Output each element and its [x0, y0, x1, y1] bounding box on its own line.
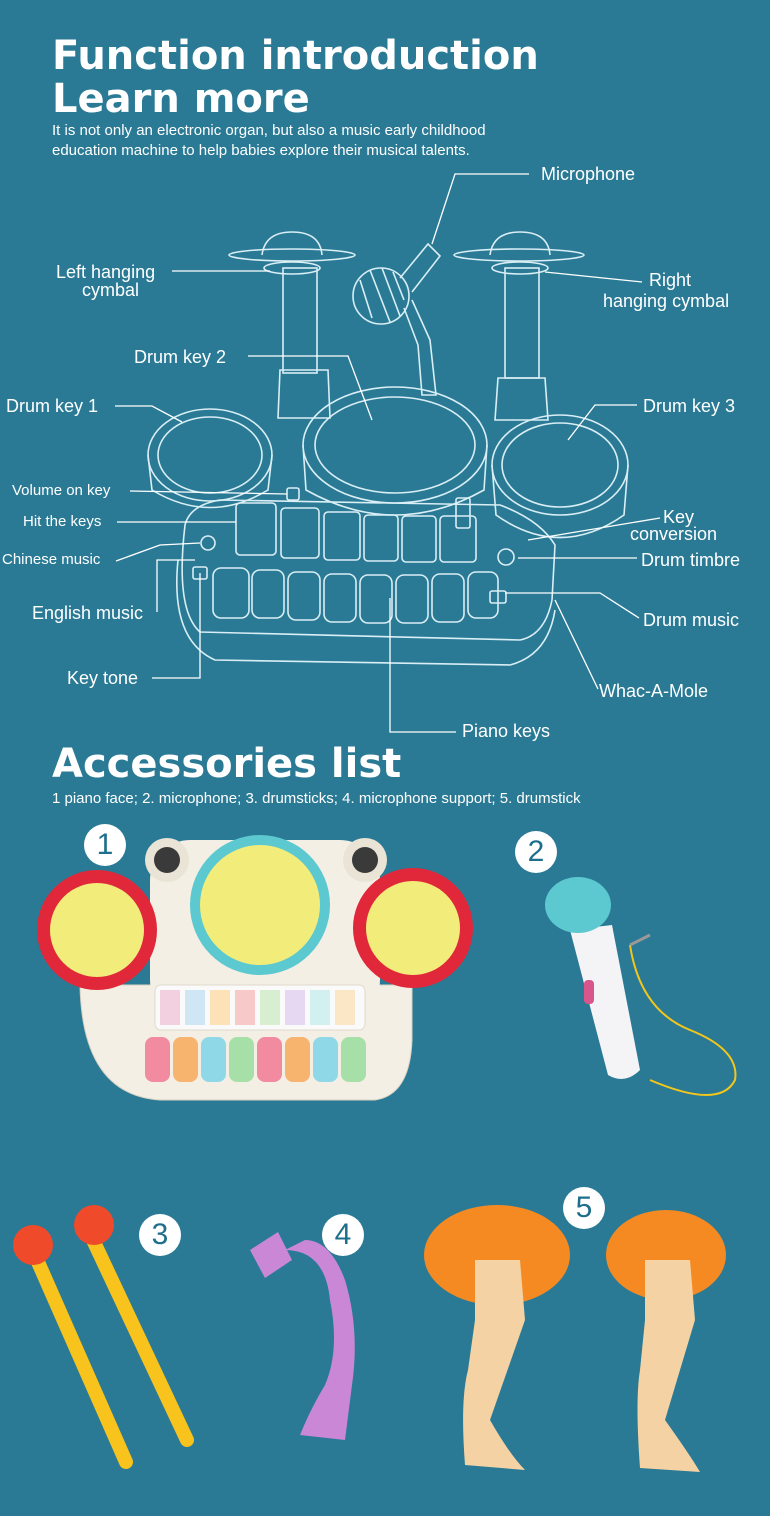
accessories-description: 1 piano face; 2. microphone; 3. drumstic…: [52, 790, 581, 807]
label-microphone: Microphone: [541, 164, 636, 184]
label-drum-key-3: Drum key 3: [643, 396, 736, 416]
label-english-music: English music: [32, 603, 144, 623]
label-key-tone: Key tone: [67, 668, 139, 688]
label-piano-keys: Piano keys: [462, 721, 551, 741]
label-left-hanging-cymbal-2: cymbal: [82, 280, 140, 300]
drumsticks-image: [13, 1205, 194, 1469]
description-line-2: education machine to help babies explore…: [52, 142, 470, 159]
piano-keys-outline: [212, 567, 499, 624]
label-chinese-music: Chinese music: [2, 551, 101, 568]
label-left-hanging-cymbal-1: Left hanging: [56, 262, 156, 282]
microphone-support-image: [250, 1232, 355, 1440]
badge-1: 1: [84, 824, 126, 866]
label-right-hanging-cymbal-2: hanging cymbal: [603, 291, 730, 311]
product-outline-diagram: [115, 173, 661, 733]
label-volume-on-key: Volume on key: [12, 482, 111, 499]
upper-keys-outline: [235, 502, 477, 563]
leader-lines: [115, 173, 661, 733]
label-drum-key-1: Drum key 1: [6, 396, 99, 416]
microphone-image: [545, 877, 737, 1096]
title-learn-more: Learn more: [52, 76, 310, 122]
title-accessories-list: Accessories list: [52, 741, 402, 787]
drum-key-3-outline: [491, 414, 629, 539]
left-cymbal-outline: [228, 231, 356, 419]
piano-body-outline: [176, 499, 556, 666]
badge-3: 3: [139, 1214, 181, 1256]
label-key-conversion-2: conversion: [630, 524, 718, 544]
title-function-introduction: Function introduction: [52, 33, 539, 79]
label-drum-music: Drum music: [643, 610, 740, 630]
badge-4: 4: [322, 1214, 364, 1256]
label-drum-timbre: Drum timbre: [641, 550, 741, 570]
label-drum-key-2: Drum key 2: [134, 347, 227, 367]
cymbal-drumsticks-image: [424, 1205, 726, 1472]
label-right-hanging-cymbal-1: Right: [649, 270, 692, 290]
label-hit-the-keys: Hit the keys: [23, 513, 102, 530]
label-key-conversion-1: Key: [663, 507, 695, 527]
label-whac-a-mole: Whac-A-Mole: [599, 681, 709, 701]
badge-2: 2: [515, 831, 557, 873]
microphone-outline: [352, 242, 442, 396]
description-line-1: It is not only an electronic organ, but …: [52, 122, 486, 139]
right-cymbal-outline: [453, 231, 585, 421]
badge-5: 5: [563, 1187, 605, 1229]
piano-face-image: [37, 835, 473, 1101]
